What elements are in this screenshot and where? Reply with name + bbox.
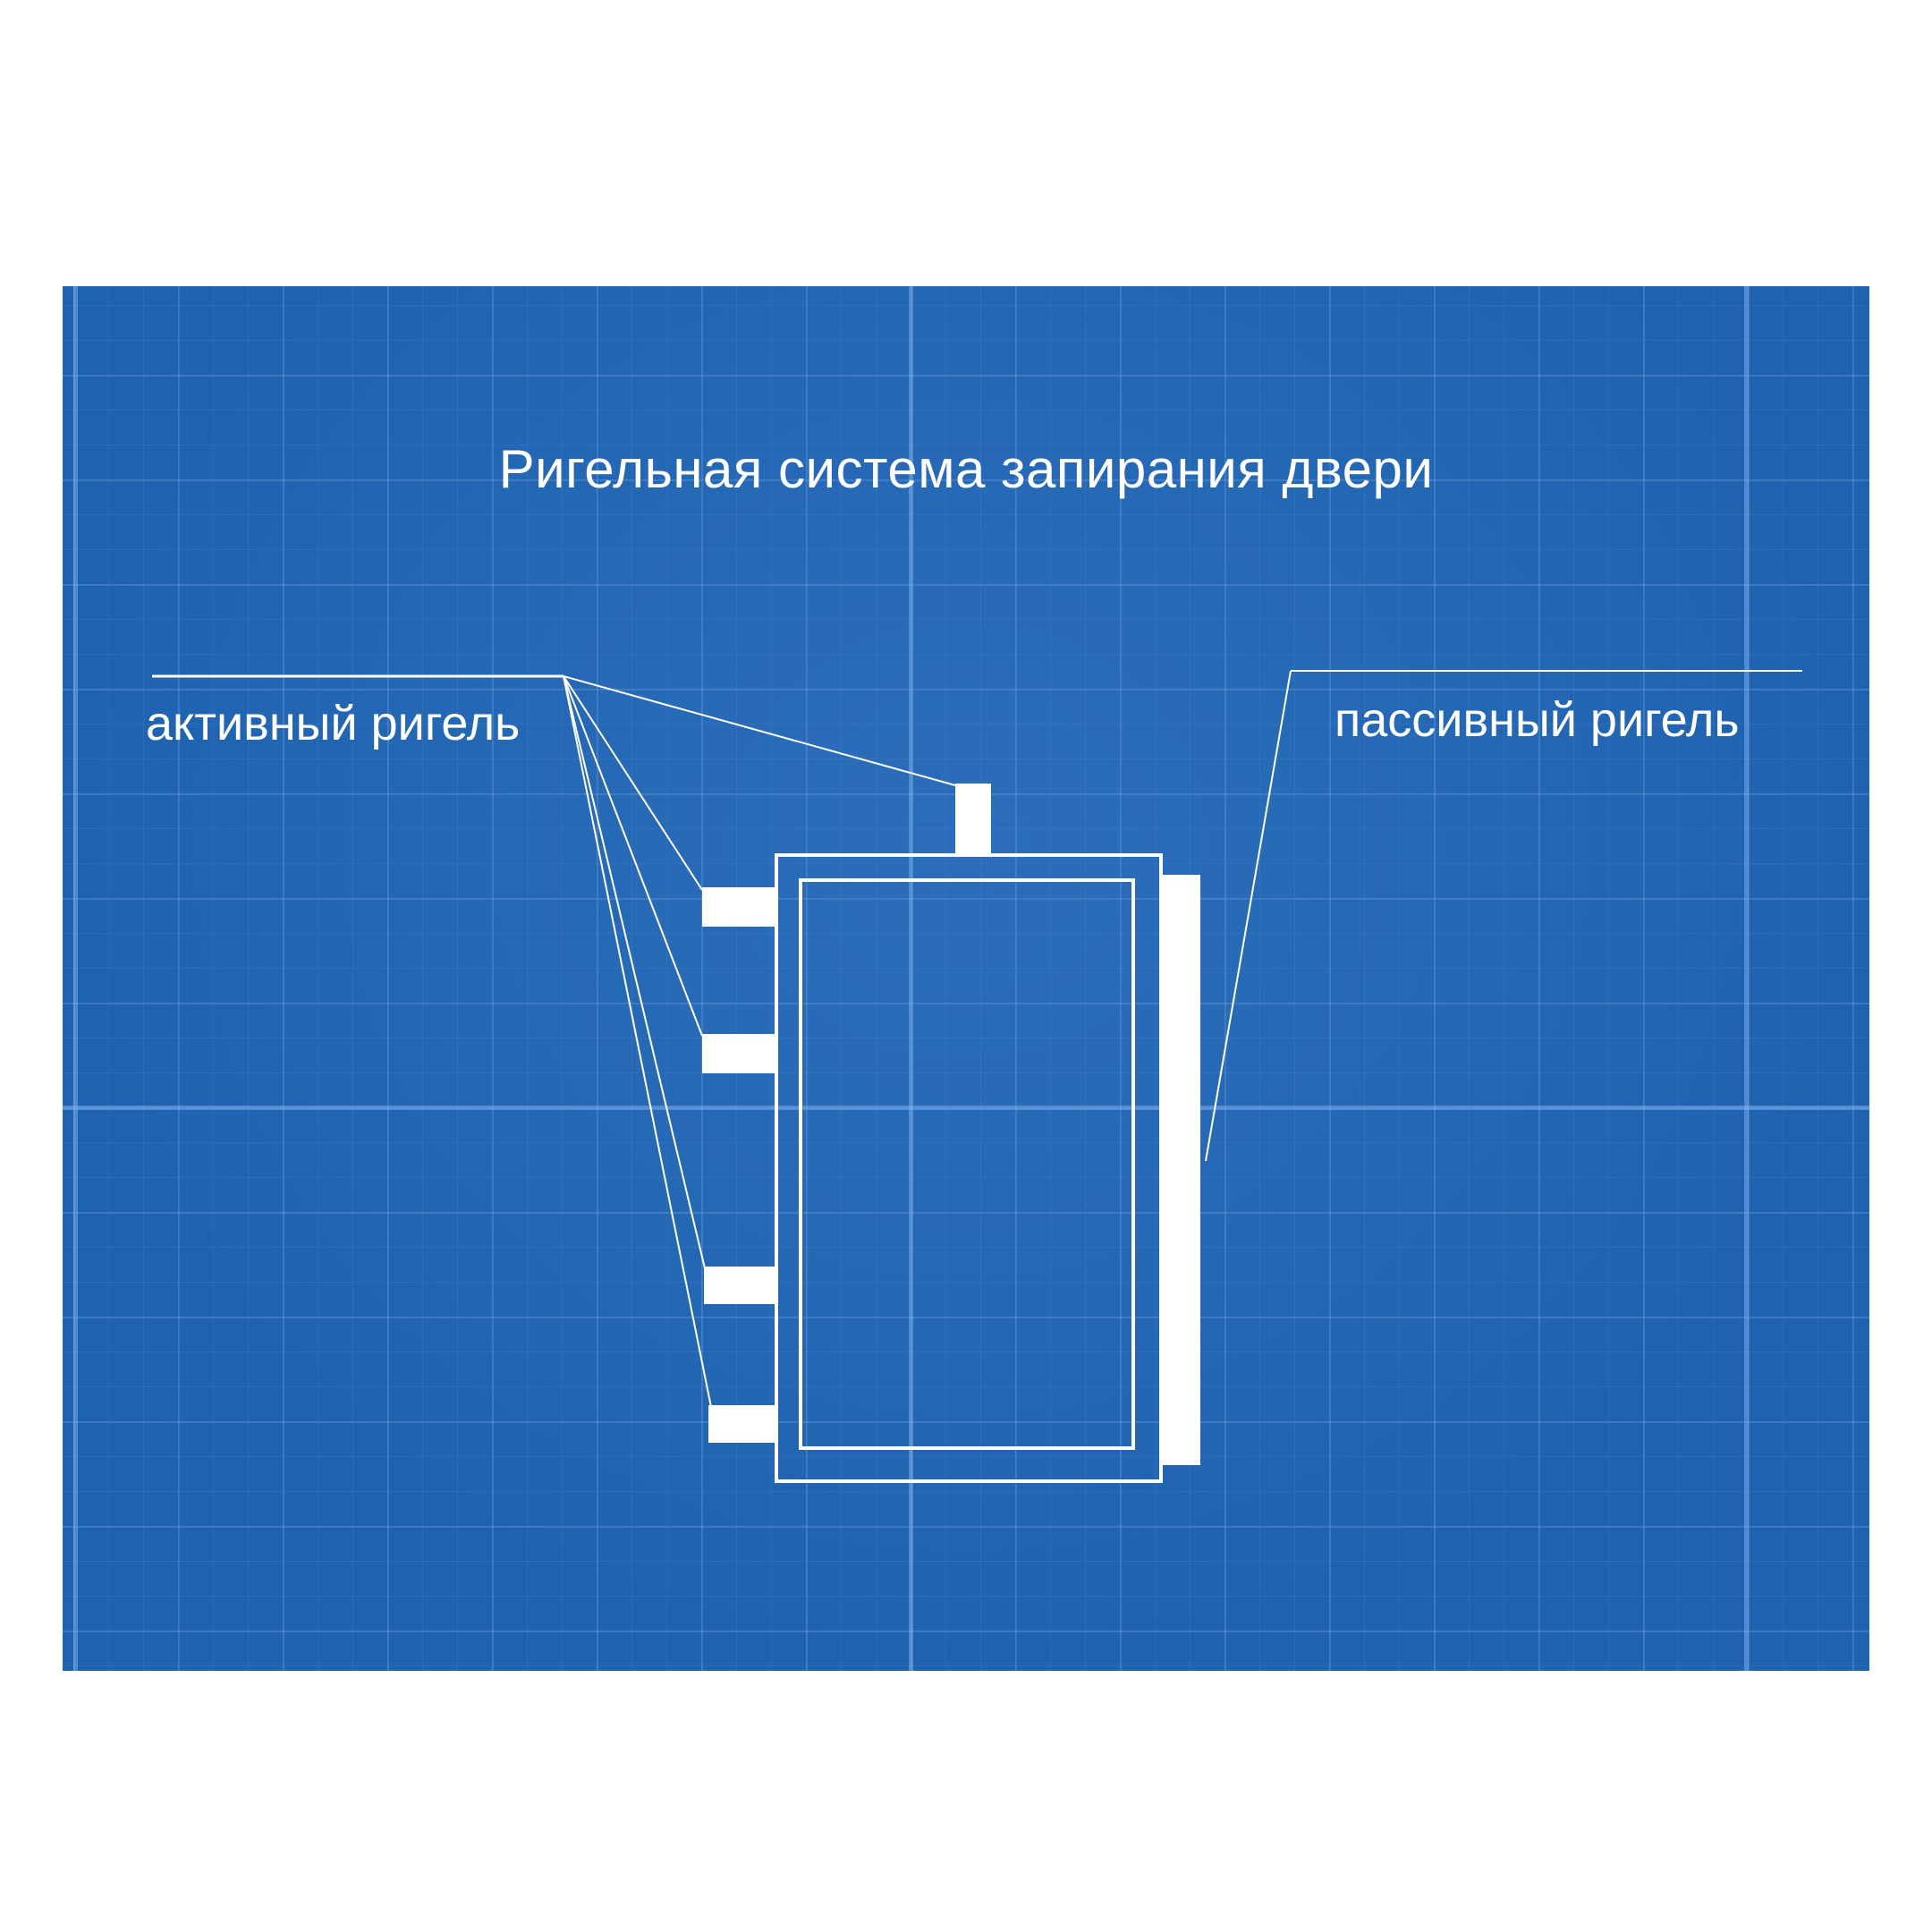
active-bolt-left-2	[702, 1034, 777, 1073]
door-schematic	[152, 670, 1802, 1483]
active-bolt-left-3	[704, 1267, 777, 1304]
active-bolt-leaders	[563, 675, 956, 1408]
diagram-title: Ригельная система запирания двери	[498, 439, 1434, 499]
active-bolt-top	[955, 784, 991, 857]
active-bolt-label: активный ригель	[146, 697, 521, 750]
door-outer-frame	[775, 853, 1163, 1483]
blueprint-diagram: Ригельная система запирания двери активн…	[63, 286, 1869, 1671]
passive-bolt-leader	[1205, 670, 1802, 1162]
active-bolt-left-1	[702, 887, 777, 927]
passive-bolt-label: пассивный ригель	[1335, 693, 1740, 747]
passive-bolt-bar	[1163, 875, 1200, 1465]
door-inner-panel	[799, 878, 1135, 1450]
active-bolt-left-4	[708, 1405, 778, 1443]
